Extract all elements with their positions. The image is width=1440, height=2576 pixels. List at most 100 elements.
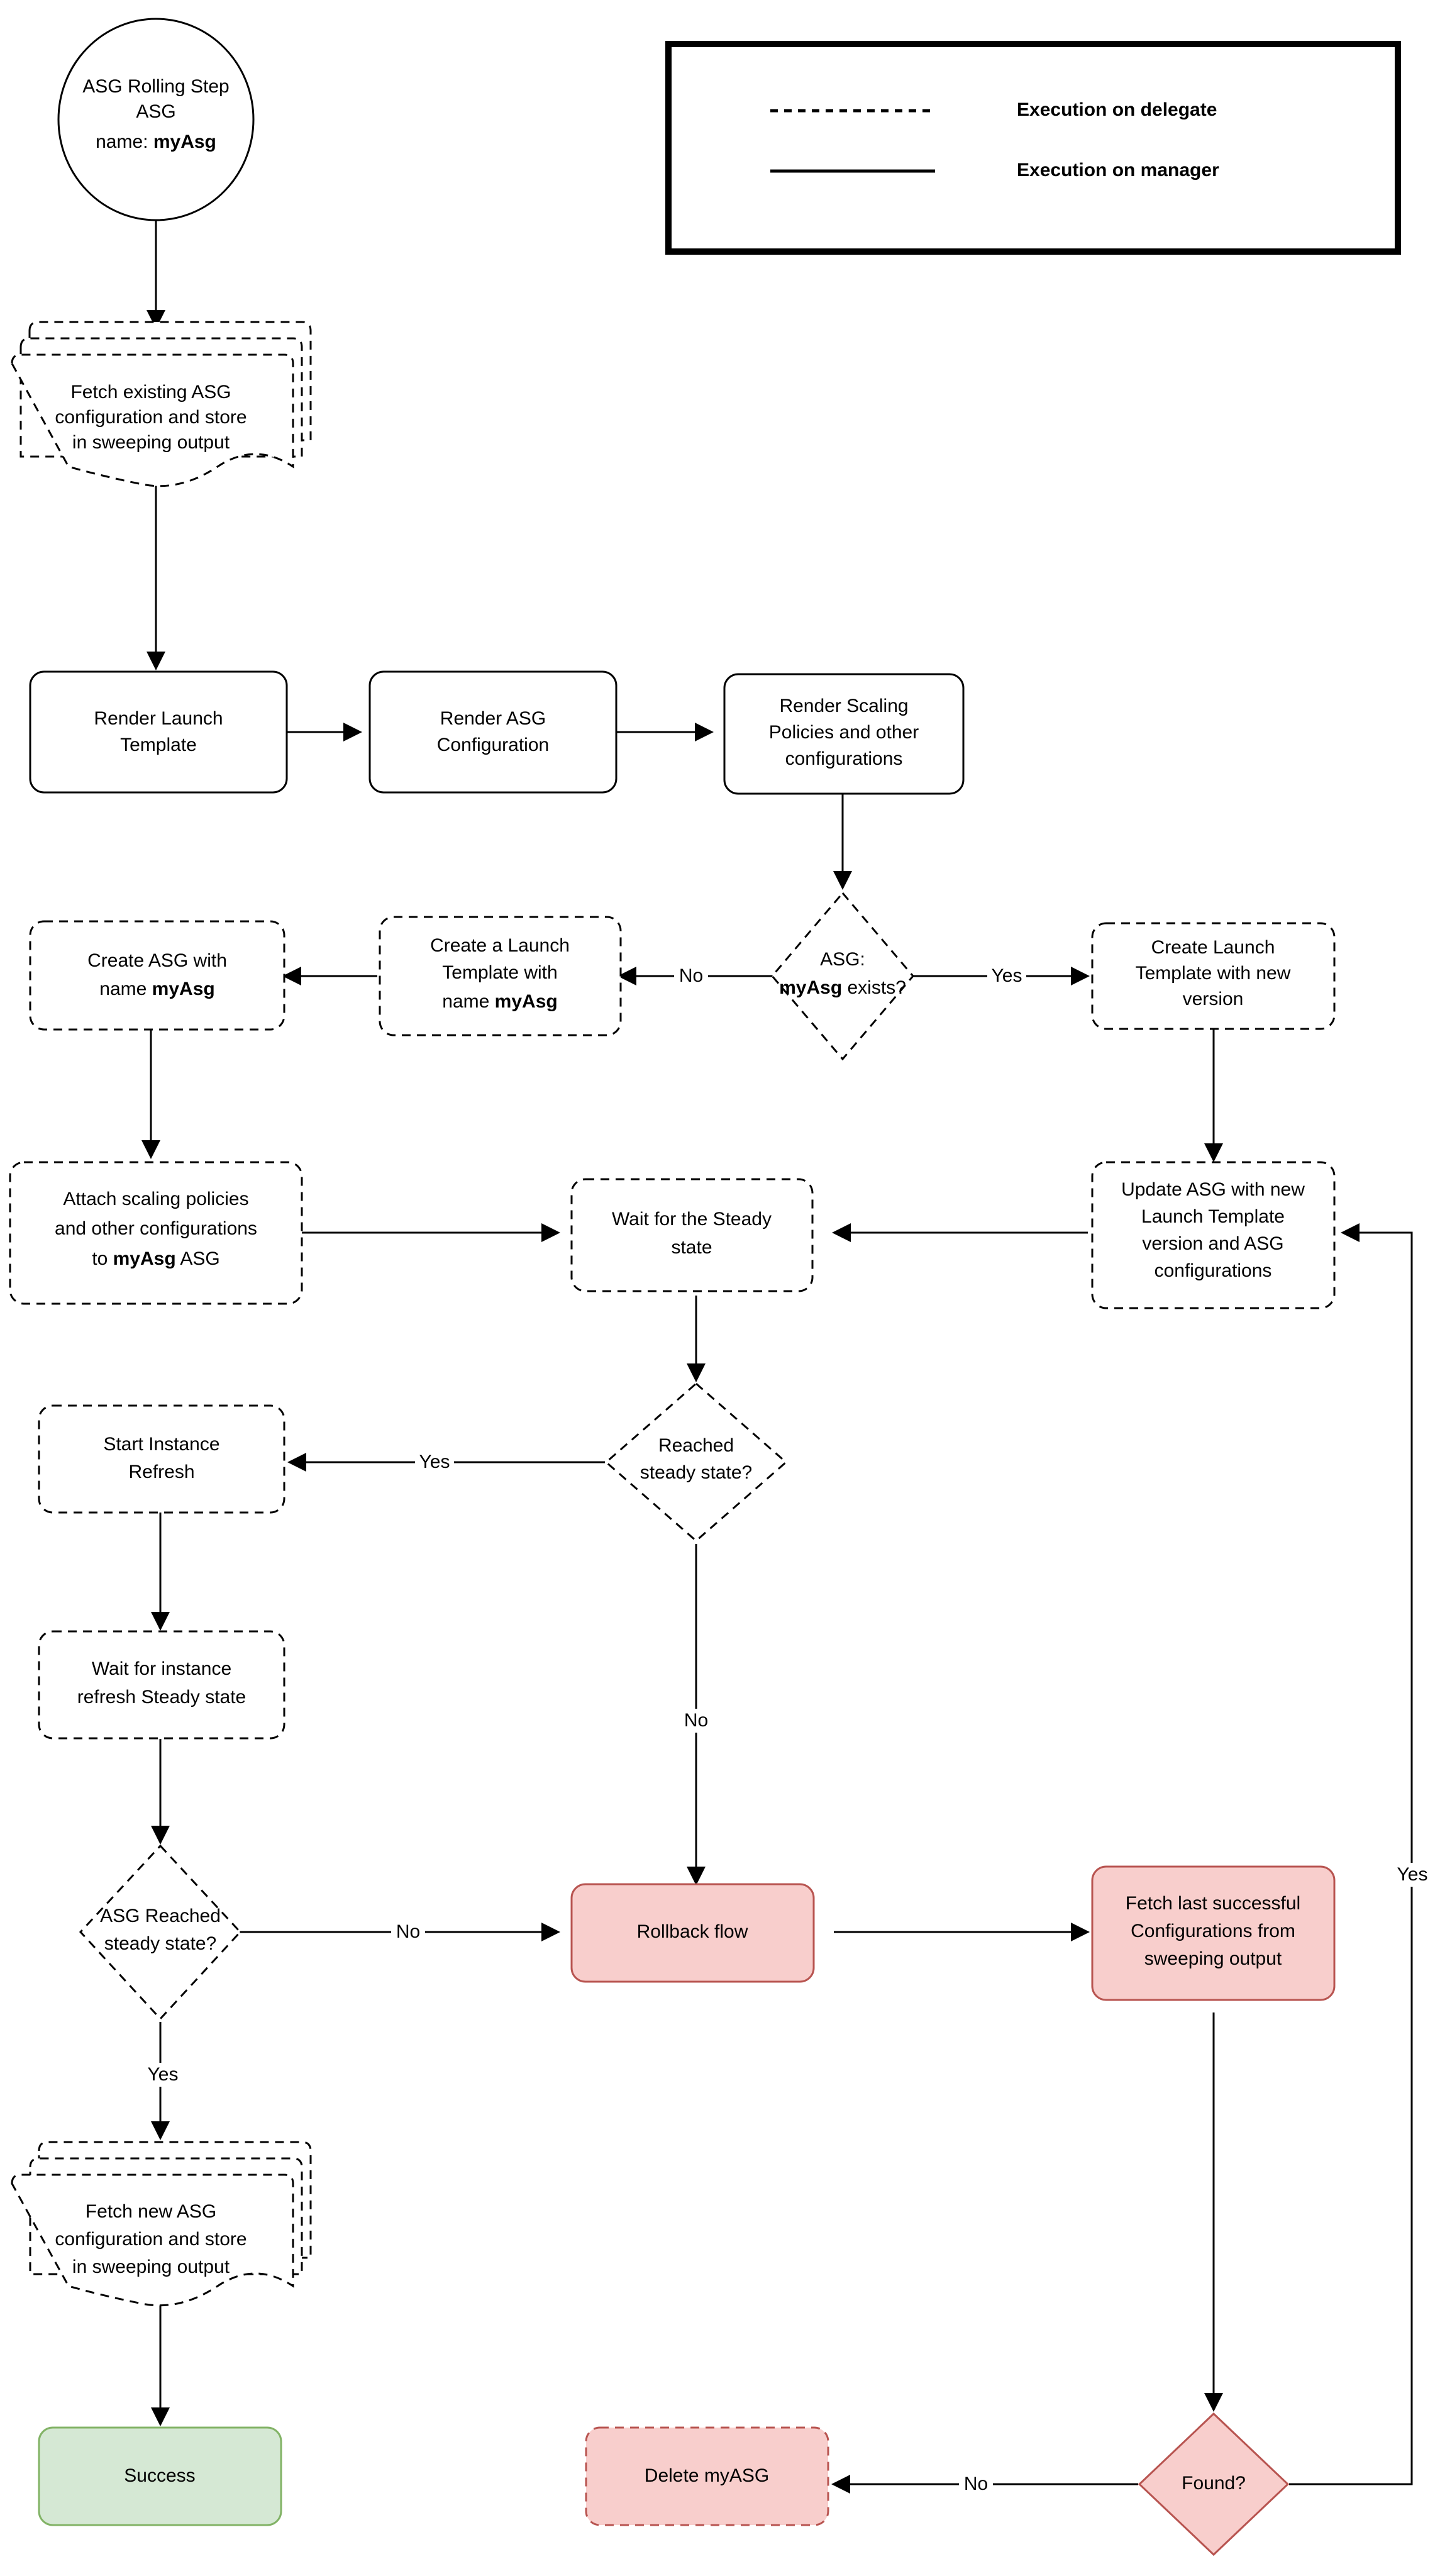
wait-steady-line-1: Wait for the Steady xyxy=(612,1209,772,1230)
create-launch-template-named-box[interactable] xyxy=(379,916,622,1036)
create-asg-line-2-bold: myAsg xyxy=(152,979,215,999)
fetch-new-doc-front[interactable] xyxy=(11,2174,294,2307)
asg-reached-steady-state-diamond[interactable] xyxy=(79,1844,242,2021)
node-start-instance-refresh[interactable]: Start Instance Refresh xyxy=(38,1404,285,1514)
node-wait-instance-refresh[interactable]: Wait for instance refresh Steady state xyxy=(38,1630,285,1740)
render-launch-line-2: Template xyxy=(120,735,197,755)
success-label: Success xyxy=(124,2465,195,2486)
attach-line-3-bold: myAsg xyxy=(113,1248,176,1269)
create-lt-named-line-2: Template with xyxy=(442,962,557,983)
edges-layer xyxy=(141,220,1413,2494)
fetch-existing-line-2: configuration and store xyxy=(55,407,246,428)
edge-label-asg-reached-no: No xyxy=(396,1921,420,1942)
legend: Execution on delegate Execution on manag… xyxy=(665,41,1401,255)
start-line-3-bold: myAsg xyxy=(153,131,216,152)
create-launch-template-new-version-box[interactable] xyxy=(1091,922,1336,1030)
start-refresh-line-2: Refresh xyxy=(128,1462,194,1482)
render-launch-template-box[interactable] xyxy=(29,670,288,794)
fetch-last-successful-box[interactable] xyxy=(1091,1865,1336,2001)
wait-refresh-line-2: refresh Steady state xyxy=(77,1687,246,1707)
node-reached-steady-state-decision[interactable]: Reached steady state? xyxy=(604,1382,788,1542)
asg-exists-line-1: ASG: xyxy=(820,949,865,970)
success-box[interactable] xyxy=(38,2426,282,2526)
start-instance-refresh-box[interactable] xyxy=(38,1404,285,1514)
fetch-existing-doc-front[interactable] xyxy=(11,353,294,487)
render-asg-configuration-box[interactable] xyxy=(368,670,618,794)
asg-exists-line-2-bold: myAsg xyxy=(779,977,842,998)
edge-label-asg-reached-yes: Yes xyxy=(148,2064,179,2085)
attach-scaling-policies-box[interactable] xyxy=(9,1161,303,1305)
fetch-existing-line-1: Fetch existing ASG xyxy=(70,382,231,402)
node-create-launch-template-new-version[interactable]: Create Launch Template with new version xyxy=(1091,922,1336,1030)
edge-label-reached-steady-no: No xyxy=(684,1710,708,1731)
attach-line-3-prefix: to xyxy=(92,1248,113,1269)
found-label: Found? xyxy=(1182,2473,1246,2494)
asg-exists-line-2: myAsg exists? xyxy=(779,977,906,998)
edge-label-found-no: No xyxy=(964,2473,988,2494)
create-lt-new-line-2: Template with new xyxy=(1136,963,1291,984)
wait-refresh-line-1: Wait for instance xyxy=(92,1658,231,1679)
start-line-1: ASG Rolling Step xyxy=(82,76,229,97)
node-render-launch-template[interactable]: Render Launch Template xyxy=(29,670,288,794)
fetch-last-line-3: sweeping output xyxy=(1144,1948,1282,1969)
node-fetch-existing-asg[interactable]: Fetch existing ASG configuration and sto… xyxy=(11,321,312,487)
node-create-asg[interactable]: Create ASG with name myAsg xyxy=(29,920,285,1031)
asg-exists-diamond[interactable] xyxy=(771,891,914,1061)
wait-steady-state-box[interactable] xyxy=(570,1178,814,1292)
node-start[interactable]: ASG Rolling Step ASG name: myAsg xyxy=(57,18,255,221)
attach-line-2: and other configurations xyxy=(55,1218,257,1239)
found-diamond[interactable] xyxy=(1138,2412,1290,2557)
node-asg-reached-steady-state-decision[interactable]: ASG Reached steady state? xyxy=(79,1844,242,2021)
attach-line-3-suffix: ASG xyxy=(176,1248,220,1269)
node-found-decision[interactable]: Found? xyxy=(1138,2412,1290,2557)
rollback-flow-box[interactable] xyxy=(570,1883,815,1983)
update-asg-line-2: Launch Template xyxy=(1141,1206,1285,1227)
start-line-3-prefix: name: xyxy=(96,131,153,152)
node-attach-scaling-policies[interactable]: Attach scaling policies and other config… xyxy=(9,1161,303,1305)
delete-myasg-box[interactable] xyxy=(585,2426,829,2526)
create-lt-named-line-3: name myAsg xyxy=(442,991,557,1012)
update-asg-line-1: Update ASG with new xyxy=(1121,1179,1305,1200)
node-success[interactable]: Success xyxy=(38,2426,282,2526)
reached-steady-state-diamond[interactable] xyxy=(604,1382,788,1542)
edge-label-asg-exists-yes: Yes xyxy=(992,965,1022,986)
delete-myasg-label: Delete myASG xyxy=(645,2465,769,2486)
update-asg-box[interactable] xyxy=(1091,1161,1336,1309)
render-scaling-line-1: Render Scaling xyxy=(779,696,908,716)
create-lt-named-line-1: Create a Launch xyxy=(430,935,570,956)
node-create-launch-template-named[interactable]: Create a Launch Template with name myAsg xyxy=(379,916,622,1036)
node-fetch-new-asg[interactable]: Fetch new ASG configuration and store in… xyxy=(11,2141,312,2307)
render-scaling-policies-box[interactable] xyxy=(723,673,965,795)
start-ellipse[interactable] xyxy=(57,18,255,221)
create-asg-line-1: Create ASG with xyxy=(87,950,227,971)
render-scaling-line-2: Policies and other xyxy=(769,722,919,743)
edge-label-asg-exists-no: No xyxy=(679,965,703,986)
node-render-asg-configuration[interactable]: Render ASG Configuration xyxy=(368,670,618,794)
node-rollback-flow[interactable]: Rollback flow xyxy=(570,1883,815,1983)
node-update-asg[interactable]: Update ASG with new Launch Template vers… xyxy=(1091,1161,1336,1309)
node-wait-steady-state[interactable]: Wait for the Steady state xyxy=(570,1178,814,1292)
wait-instance-refresh-box[interactable] xyxy=(38,1630,285,1740)
attach-line-1: Attach scaling policies xyxy=(63,1189,248,1209)
create-asg-line-2-prefix: name xyxy=(99,979,152,999)
node-render-scaling-policies[interactable]: Render Scaling Policies and other config… xyxy=(723,673,965,795)
node-fetch-last-successful[interactable]: Fetch last successful Configurations fro… xyxy=(1091,1865,1336,2001)
create-lt-named-line-3-bold: myAsg xyxy=(495,991,558,1012)
create-asg-box[interactable] xyxy=(29,920,285,1031)
edge-label-found-yes: Yes xyxy=(1397,1864,1428,1885)
update-asg-line-3: version and ASG xyxy=(1142,1233,1283,1254)
start-line-3: name: myAsg xyxy=(96,131,216,152)
node-asg-exists-decision[interactable]: ASG: myAsg exists? xyxy=(771,891,914,1061)
legend-box xyxy=(665,41,1401,255)
legend-label-manager: Execution on manager xyxy=(1017,160,1219,180)
update-asg-line-4: configurations xyxy=(1155,1260,1272,1281)
fetch-new-line-1: Fetch new ASG xyxy=(86,2201,216,2222)
fetch-new-line-2: configuration and store xyxy=(55,2229,246,2250)
reached-steady-line-1: Reached xyxy=(658,1435,734,1456)
node-delete-myasg[interactable]: Delete myASG xyxy=(585,2426,829,2526)
asg-exists-line-2-rest: exists? xyxy=(842,977,906,998)
rollback-flow-label: Rollback flow xyxy=(637,1921,748,1942)
asg-reached-line-2: steady state? xyxy=(104,1933,216,1954)
